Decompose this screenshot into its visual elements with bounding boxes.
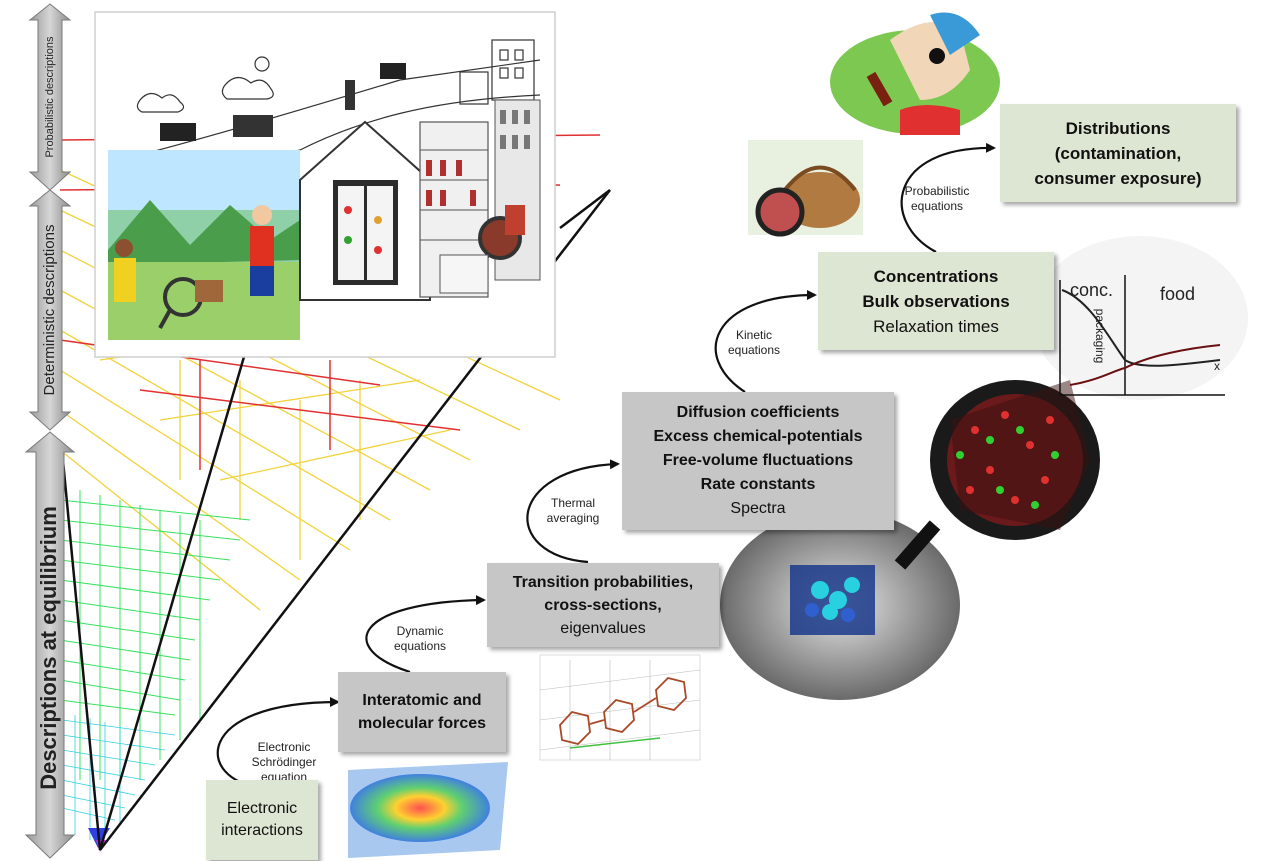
transition-line-1: Transition probabilities, — [512, 573, 694, 591]
schrodinger-equation-label: Electronic Schrödinger equation — [236, 740, 332, 785]
schrodinger-line-2: Schrödinger — [251, 755, 317, 769]
chimney-icon — [345, 80, 355, 110]
forces-line-2: molecular forces — [357, 715, 487, 732]
diffusion-line-2: Excess chemical-potentials — [653, 428, 863, 445]
plot-xlabel: x — [1214, 359, 1220, 373]
arrow-thermal — [526, 459, 620, 564]
kinetic-line-1: Kinetic — [735, 328, 773, 342]
thermal-line-2: averaging — [546, 511, 600, 525]
concentration-profile-image: conc. food packaging x — [1032, 236, 1248, 400]
arrow-dynamic — [365, 595, 486, 674]
scale-bar: Probabilistic descriptions Deterministic… — [24, 3, 76, 859]
cap-icon — [930, 12, 980, 55]
electronic-line-2: interactions — [221, 822, 303, 839]
kinetic-equations-label: Kinetic equations — [720, 328, 788, 358]
truck-icon-2 — [380, 63, 406, 79]
transition-line-2: cross-sections, — [544, 596, 662, 614]
diffusion-line-4: Rate constants — [700, 476, 816, 493]
factory-icon — [233, 115, 273, 137]
arrow-probabilistic — [900, 142, 996, 253]
scale-grid — [59, 134, 611, 852]
distributions-box: Distributions (contamination, consumer e… — [1000, 104, 1236, 202]
probabilistic-label: Probabilistic descriptions — [44, 36, 56, 158]
cart-icon — [439, 254, 489, 294]
flow-arrows — [216, 142, 996, 790]
electron-density-image — [348, 762, 508, 858]
arrow-kinetic — [714, 290, 817, 393]
deterministic-label: Deterministic descriptions — [41, 225, 58, 396]
drinking-person-image — [830, 12, 1000, 135]
diffusion-line-3: Free-volume fluctuations — [662, 452, 854, 469]
dynamic-line-2: equations — [393, 639, 447, 653]
concentrations-line-1: Concentrations — [873, 266, 999, 286]
thermal-averaging-label: Thermal averaging — [538, 496, 608, 526]
electronic-line-1: Electronic — [226, 800, 298, 817]
person-head-icon — [115, 239, 133, 257]
transition-line-3: eigenvalues — [560, 619, 646, 637]
deterministic-arrow — [28, 189, 72, 431]
bottle-icon — [866, 71, 893, 107]
plot-region-packaging: packaging — [1093, 309, 1107, 364]
molecule-plot-image — [539, 654, 701, 761]
schrodinger-line-1: Electronic — [257, 740, 311, 754]
concentrations-line-3: Relaxation times — [873, 316, 999, 336]
diffusion-coefficients-box: Diffusion coefficients Excess chemical-p… — [622, 392, 894, 530]
kinetic-line-2: equations — [727, 343, 781, 357]
electronic-interactions-box: Electronic interactions — [206, 780, 318, 860]
equilibrium-arrow — [24, 431, 76, 859]
truck-icon — [160, 123, 196, 141]
transition-probabilities-box: Transition probabilities, cross-sections… — [487, 563, 719, 647]
shopper-figure — [505, 205, 525, 235]
dynamic-equations-label: Dynamic equations — [380, 624, 460, 654]
distributions-line-2: (contamination, — [1054, 143, 1182, 163]
diffusion-line-1: Diffusion coefficients — [676, 404, 840, 421]
concentrations-box: Concentrations Bulk observations Relaxat… — [818, 252, 1054, 350]
plot-ylabel: conc. — [1070, 280, 1113, 300]
concentrations-line-2: Bulk observations — [862, 291, 1010, 311]
food-chain-illustration — [94, 11, 556, 358]
person-1 — [114, 258, 136, 302]
thermal-line-1: Thermal — [550, 496, 595, 510]
diffusion-line-5: Spectra — [730, 500, 786, 517]
green-grid — [59, 490, 251, 780]
equilibrium-label: Descriptions at equilibrium — [36, 506, 61, 790]
person-2 — [250, 226, 274, 266]
forces-box: Interatomic and molecular forces — [338, 672, 506, 752]
plot-region-food: food — [1160, 284, 1195, 304]
probabilistic-equations-label: Probabilistic equations — [896, 184, 978, 214]
magnifier-icon-3 — [755, 187, 805, 237]
magnifier-particles-image — [894, 380, 1100, 570]
cyan-grid — [61, 715, 176, 840]
probabilistic-line-1: Probabilistic — [904, 184, 970, 198]
probabilistic-line-2: equations — [910, 199, 964, 213]
distributions-line-3: consumer exposure) — [1034, 168, 1202, 188]
dynamic-line-1: Dynamic — [396, 624, 444, 638]
distributions-line-1: Distributions — [1065, 118, 1171, 138]
forces-line-1: Interatomic and — [362, 692, 482, 709]
person-head-icon-2 — [252, 205, 272, 225]
basket-image — [748, 140, 863, 237]
